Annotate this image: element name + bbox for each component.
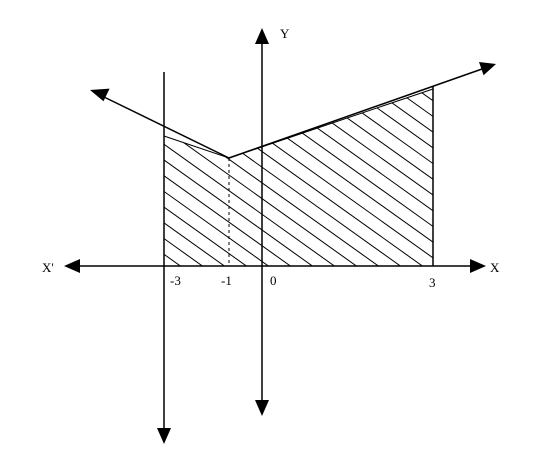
tick-label-minus-3: -3 — [170, 273, 181, 288]
hatch-line — [164, 89, 215, 266]
hatch-line — [0, 40, 148, 290]
x-axis-arrow-left — [64, 259, 80, 273]
vertical-line-arrow-down — [157, 428, 171, 444]
hatch-line — [259, 89, 433, 266]
hatch-line — [164, 89, 347, 266]
hatch-line — [369, 89, 433, 266]
hatch-line — [480, 40, 540, 290]
y-axis-label: Y — [280, 26, 290, 41]
hatch-line — [436, 40, 540, 290]
hatch-line — [164, 89, 281, 266]
hatch-line — [164, 89, 171, 266]
graph-left-ray — [103, 96, 230, 159]
hatch-line — [0, 40, 16, 290]
hatch-line — [164, 89, 303, 266]
shaded-region — [0, 40, 540, 290]
graph-left-ray-arrow — [90, 88, 110, 102]
hatch-line — [164, 89, 325, 266]
hatch-line — [0, 40, 38, 290]
x-axis-negative-label: X' — [42, 260, 54, 275]
hatch-line — [303, 89, 433, 266]
hatch-line — [164, 89, 413, 266]
hatch-line — [0, 40, 60, 290]
tick-label-3: 3 — [429, 275, 436, 290]
hatch-line — [524, 40, 540, 290]
hatch-line — [391, 89, 433, 266]
hatch-line — [502, 40, 540, 290]
hatch-line — [0, 40, 126, 290]
hatch-line — [164, 89, 391, 266]
hatch-line — [164, 89, 433, 266]
region-top-boundary — [163, 88, 434, 159]
hatch-line — [0, 40, 82, 290]
hatch-line — [164, 89, 433, 266]
x-axis-label: X — [490, 260, 500, 275]
hatch-line — [164, 89, 259, 266]
graph-right-ray — [228, 68, 483, 159]
hatch-line — [164, 89, 433, 266]
y-axis-arrow-down — [255, 400, 269, 416]
hatch-line — [164, 89, 369, 266]
hatch-line — [458, 40, 540, 290]
hatch-line — [164, 89, 237, 266]
hatch-line — [215, 89, 433, 266]
hatch-line — [281, 89, 433, 266]
hatch-line — [193, 89, 433, 266]
hatch-line — [0, 40, 104, 290]
hatch-line — [237, 89, 433, 266]
y-axis-arrow-up — [255, 28, 269, 44]
tick-label-minus-1: -1 — [221, 273, 232, 288]
hatch-line — [164, 89, 193, 266]
graph-right-ray-arrow — [479, 62, 496, 76]
hatch-line — [347, 89, 433, 266]
tick-label-0: 0 — [270, 273, 277, 288]
hatch-line — [171, 89, 433, 266]
hatch-line — [164, 89, 433, 266]
x-axis-arrow-right — [470, 259, 486, 273]
